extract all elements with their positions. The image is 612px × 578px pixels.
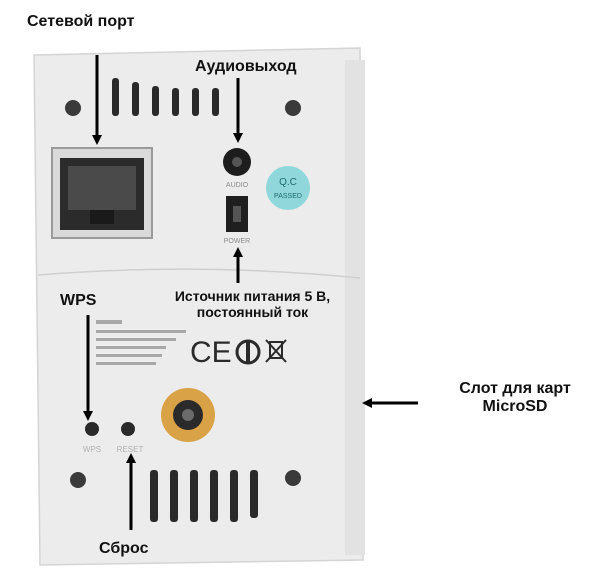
compliance-marks: CE [190, 336, 287, 369]
qc-sticker-top: Q.C [279, 177, 297, 188]
vent-slot [192, 88, 199, 116]
audio-tag: AUDIO [226, 182, 249, 189]
vent-slot [170, 470, 178, 522]
screws [65, 100, 301, 488]
label-line [96, 362, 156, 365]
vent-slot [230, 470, 238, 522]
vent-slot [152, 86, 159, 116]
screw-bottom-left [70, 472, 86, 488]
power-jack-pin [233, 206, 241, 222]
panel-seam [37, 268, 361, 279]
screw-bottom-right [285, 470, 301, 486]
vent-slot [150, 470, 158, 522]
vent-slot [112, 78, 119, 116]
label-power-line1: Источник питания 5 В, [174, 288, 331, 304]
qc-sticker: Q.C PASSED [266, 166, 310, 210]
tripod-mount-thread [182, 409, 194, 421]
audio-jack: AUDIO [223, 148, 251, 189]
screw-top-right [285, 100, 301, 116]
ce-mark: CE [190, 336, 232, 369]
screw-top-left [65, 100, 81, 116]
label-power: Источник питания 5 В, постоянный ток [150, 288, 355, 320]
label-line [96, 320, 122, 324]
vent-slot [212, 88, 219, 116]
label-line [96, 330, 186, 333]
label-line [96, 338, 176, 341]
product-label-lines [96, 320, 186, 365]
ethernet-port [51, 147, 153, 239]
power-tag: POWER [224, 238, 250, 245]
qc-sticker-bottom: PASSED [274, 193, 302, 200]
wps-tag: WPS [83, 445, 101, 454]
tripod-mount [161, 388, 215, 442]
label-reset: Сброс [99, 540, 149, 557]
label-line [96, 354, 162, 357]
power-jack: POWER [224, 196, 250, 245]
vent-slot [250, 470, 258, 518]
callout-arrows [83, 55, 418, 530]
label-power-line2: постоянный ток [196, 304, 309, 321]
wps-button-hole [85, 422, 99, 436]
vent-slot [210, 470, 218, 522]
ethernet-latch [90, 210, 114, 224]
ethernet-contacts [68, 166, 136, 210]
weee-bin-icon [265, 339, 287, 363]
warning-mark-bar [246, 341, 250, 363]
vent-slot [190, 470, 198, 522]
label-network-port: Сетевой порт [27, 13, 135, 30]
bottom-vent-slots [150, 470, 258, 522]
audio-jack-hole [232, 157, 242, 167]
label-microsd: Слот для карт MicroSD [430, 380, 600, 417]
label-wps: WPS [60, 292, 97, 309]
vent-slot [132, 82, 139, 116]
reset-button-hole [121, 422, 135, 436]
label-line [96, 346, 166, 349]
body-right-edge [345, 60, 365, 555]
label-audio-out: Аудиовыход [195, 58, 297, 75]
top-vent-slots [112, 78, 219, 116]
label-microsd-line2: MicroSD [482, 398, 548, 416]
label-microsd-line1: Слот для карт [459, 380, 571, 397]
wps-reset-buttons: WPS RESET [83, 422, 144, 454]
reset-tag: RESET [117, 445, 144, 454]
qc-sticker-disc [266, 166, 310, 210]
vent-slot [172, 88, 179, 116]
